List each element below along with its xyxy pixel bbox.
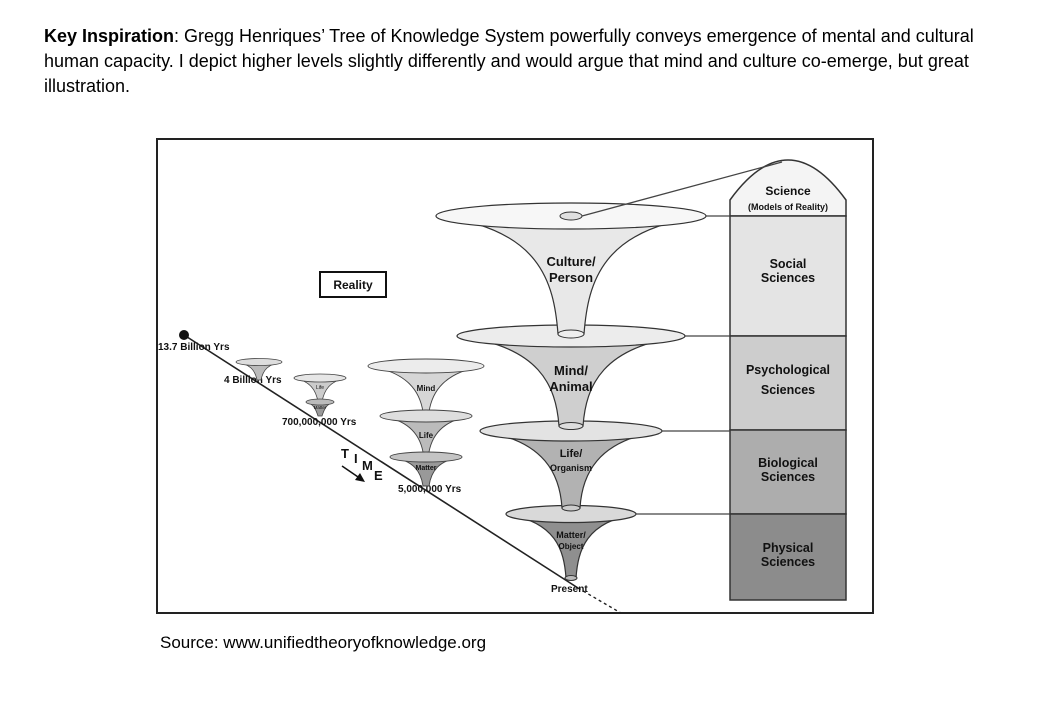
tree-of-knowledge-diagram: Reality 13.7 Billion Yrs 4 Billion Yrs 7…: [158, 159, 847, 612]
time-letter-m: M: [362, 458, 373, 473]
psych-label-1: Psychological: [746, 363, 830, 377]
bio-label-2: Sciences: [761, 470, 815, 484]
biological-sciences-block: [729, 429, 847, 515]
time-arrow-icon: [341, 465, 365, 482]
mind-label-1: Mind/: [554, 363, 588, 378]
mid-cone-matter-label: Matter: [415, 465, 436, 472]
matter-label-2: Object: [559, 542, 584, 551]
phys-label-2: Sciences: [761, 555, 815, 569]
cone-medium-5-million: Mind Life Matter: [367, 358, 485, 487]
social-label-1: Social: [770, 257, 807, 271]
matter-label-1: Matter/: [556, 530, 586, 540]
culture-label-1: Culture/: [546, 254, 596, 269]
tree-of-knowledge-figure: Reality 13.7 Billion Yrs 4 Billion Yrs 7…: [156, 138, 874, 614]
psych-label-2: Sciences: [761, 383, 815, 397]
timeline-line: [183, 334, 579, 589]
time-letter-t: T: [341, 446, 349, 461]
cone-life-organism: Life/ Organism: [479, 420, 663, 512]
mind-label-2: Animal: [549, 379, 592, 394]
models-of-reality-label: (Models of Reality): [748, 202, 828, 212]
social-label-2: Sciences: [761, 271, 815, 285]
cone-mind-animal: Mind/ Animal: [456, 324, 686, 430]
science-column: Science (Models of Reality) Social Scien…: [729, 159, 847, 601]
time-letter-e: E: [374, 468, 383, 483]
small-cone-matter-label: Matter: [314, 405, 327, 410]
life-label-1: Life/: [560, 448, 583, 460]
reality-box: [319, 271, 387, 298]
life-label-2: Organism: [550, 463, 592, 473]
social-sciences-block: [729, 215, 847, 337]
cone-culture-person: Culture/ Person: [435, 202, 707, 339]
physical-sciences-block: [729, 513, 847, 601]
source-citation: Source: www.unifiedtheoryofknowledge.org: [160, 633, 487, 652]
time-letter-i: I: [354, 451, 358, 466]
timeline-label-13-7-billion: 13.7 Billion Yrs: [158, 342, 230, 353]
cone-small-700-million: Life Matter: [293, 373, 347, 417]
psychological-sciences-block: [729, 335, 847, 431]
science-label: Science: [765, 184, 811, 198]
timeline-label-4-billion: 4 Billion Yrs: [224, 375, 282, 386]
cone-matter-object: Matter/ Object: [505, 504, 637, 581]
mid-cone-life-label: Life: [419, 431, 434, 440]
caption-body: : Gregg Henriques’ Tree of Knowledge Sys…: [44, 26, 974, 96]
caption-bold: Key Inspiration: [44, 26, 175, 46]
phys-label-1: Physical: [763, 541, 814, 555]
mid-cone-mind-label: Mind: [417, 384, 436, 393]
timeline-label-5-million: 5,000,000 Yrs: [398, 484, 462, 495]
science-dome: [729, 159, 847, 217]
reality-label: Reality: [333, 278, 373, 292]
small-cone-life-label: Life: [316, 385, 324, 391]
bio-label-1: Biological: [758, 456, 818, 470]
cone-tiny-4-billion: [235, 358, 283, 381]
timeline-label-present: Present: [551, 584, 588, 595]
caption-text: Key Inspiration: Gregg Henriques’ Tree o…: [44, 24, 1004, 99]
timeline-label-700-million: 700,000,000 Yrs: [282, 417, 357, 428]
timeline-origin-dot: [179, 330, 189, 340]
culture-label-2: Person: [549, 270, 593, 285]
connector-culture-to-science: [581, 161, 783, 217]
